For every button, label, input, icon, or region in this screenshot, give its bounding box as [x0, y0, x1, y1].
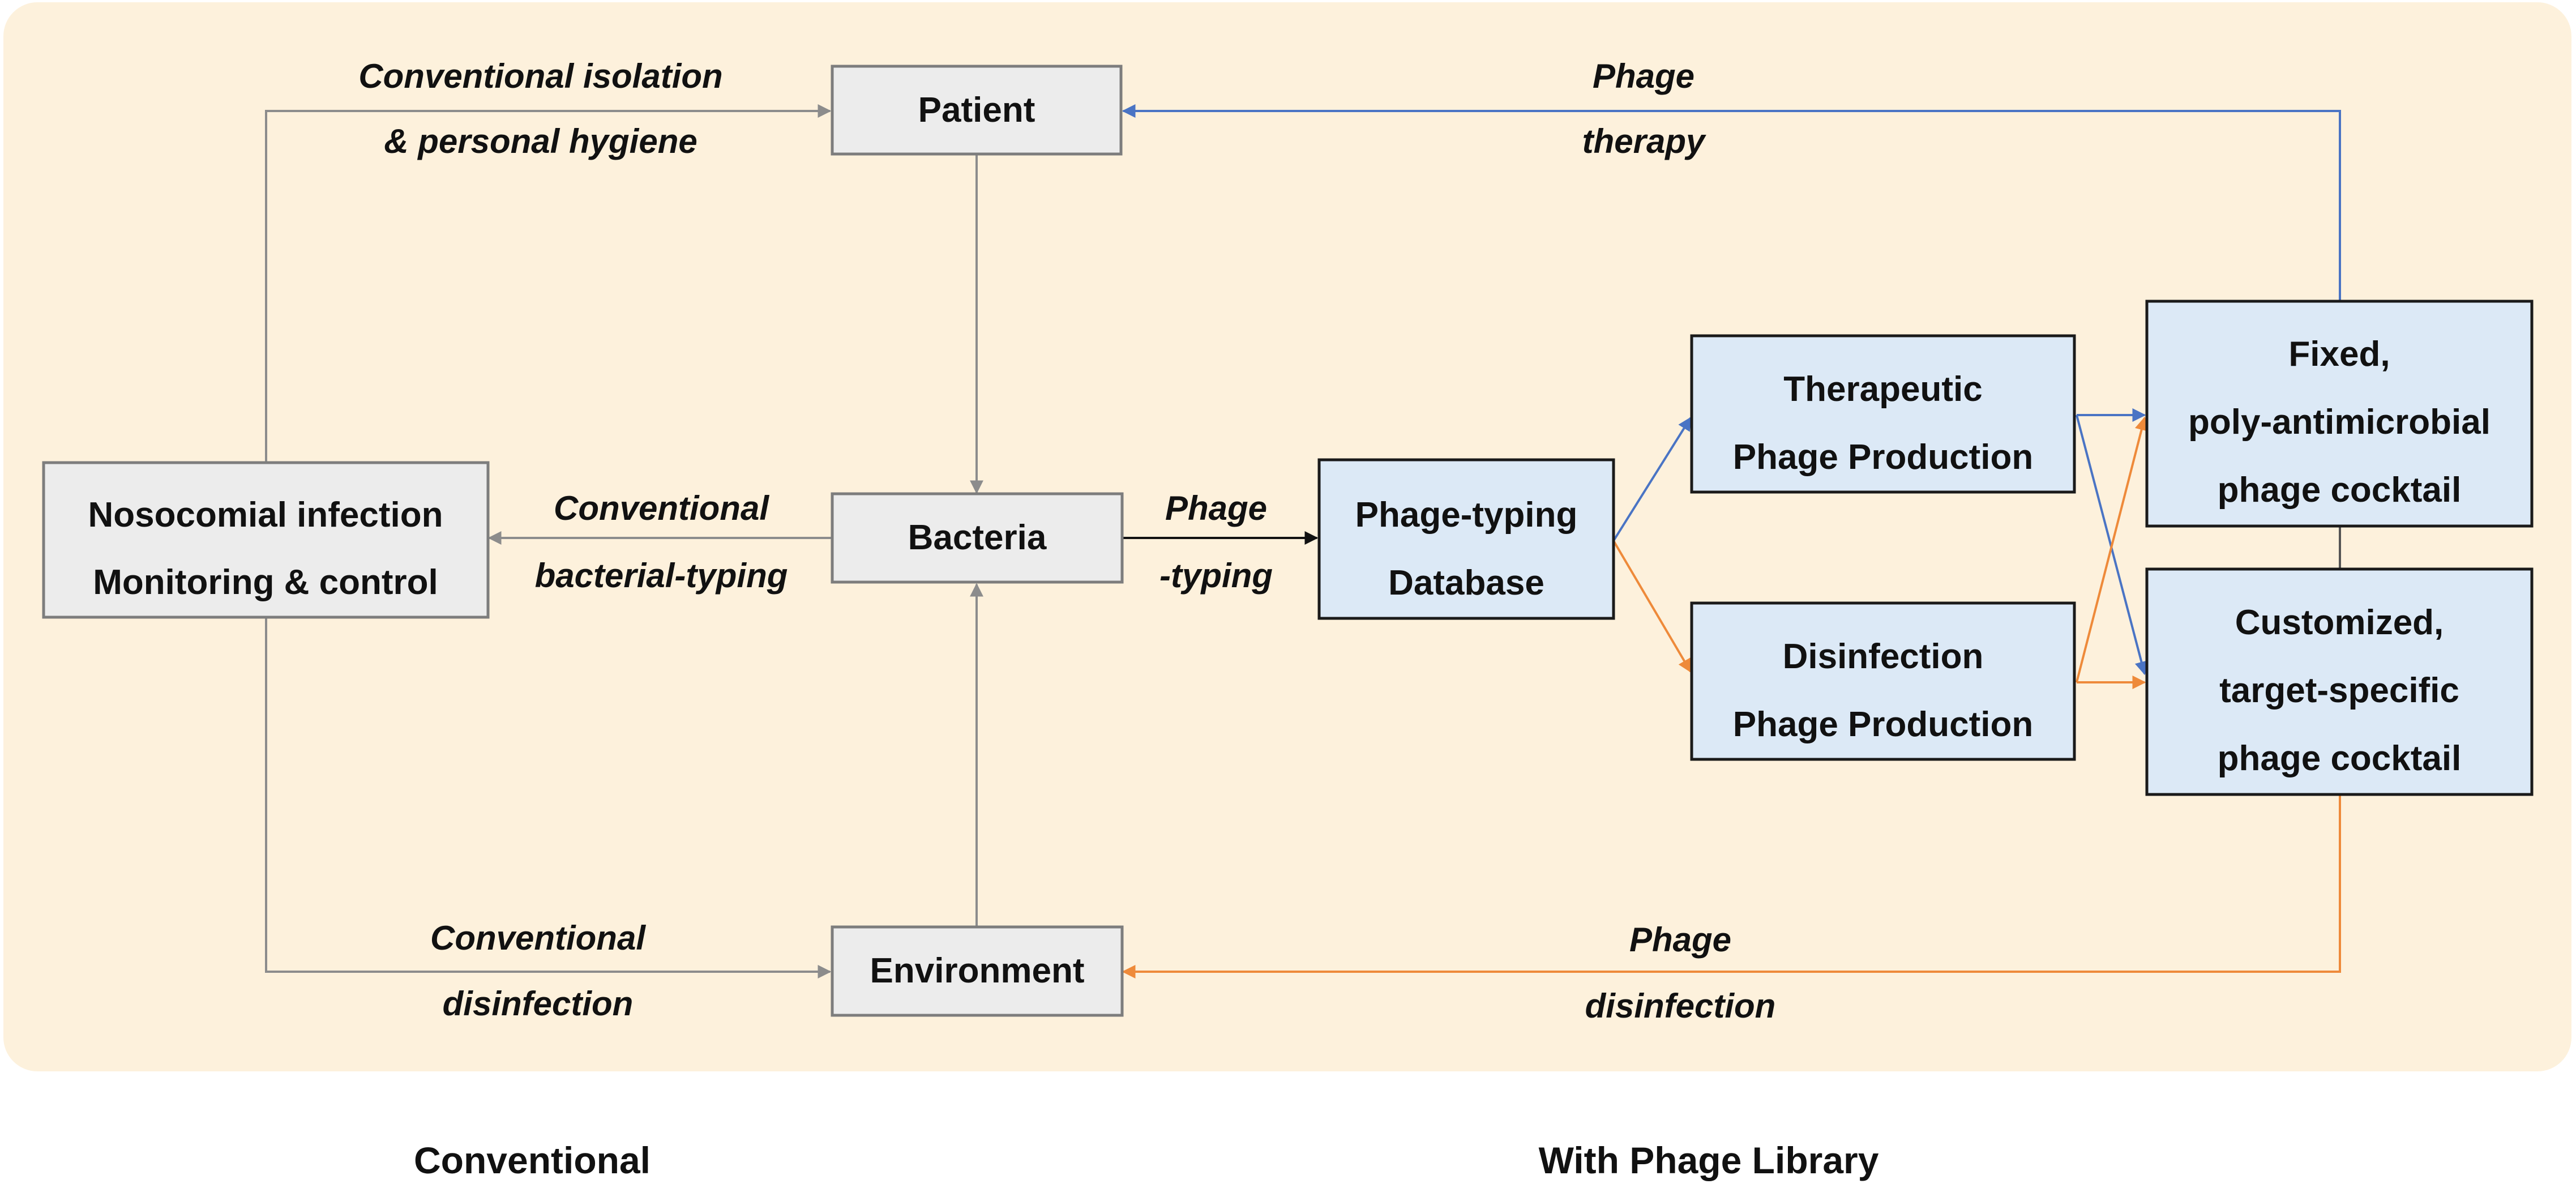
- fixed-label-line1: Fixed,: [2288, 335, 2390, 374]
- arrow-database-to-disinfection: [1612, 540, 1692, 673]
- label-conventional-isolation-line2: & personal hygiene: [384, 122, 697, 160]
- label-conventional-disinfection-line2: disinfection: [443, 985, 634, 1023]
- patient-label: Patient: [918, 91, 1035, 130]
- arrow-nosocomial-to-environment: [265, 618, 832, 978]
- database-label-line2: Database: [1388, 563, 1544, 602]
- disinfection-production-node: Disinfection Phage Production: [1690, 601, 2076, 761]
- label-conventional-isolation-line1: Conventional isolation: [358, 57, 722, 95]
- label-conventional-typing-line2: bacterial-typing: [535, 557, 788, 595]
- bacteria-node: Bacteria: [831, 492, 1124, 584]
- environment-node: Environment: [831, 925, 1124, 1017]
- nosocomial-label-line2: Monitoring & control: [93, 563, 438, 602]
- therapeutic-production-node: Therapeutic Phage Production: [1690, 334, 2076, 494]
- label-phage-therapy-line1: Phage: [1593, 57, 1694, 95]
- arrow-therapeutic-to-customized: [2076, 414, 2149, 676]
- phage-typing-database-node: Phage-typing Database: [1317, 458, 1615, 620]
- customized-label-line1: Customized,: [2235, 603, 2444, 642]
- label-phage-typing-line1: Phage: [1165, 489, 1267, 527]
- disinfection-label-line2: Phage Production: [1733, 705, 2033, 744]
- label-phage-disinfection-line1: Phage: [1629, 921, 1731, 959]
- fixed-cocktail-node: Fixed, poly-antimicrobial phage cocktail: [2145, 300, 2534, 528]
- arrow-phage-therapy: [1122, 104, 2341, 300]
- label-conventional-disinfection-line1: Conventional: [430, 919, 646, 957]
- environment-label: Environment: [870, 951, 1085, 990]
- customized-label-line2: target-specific: [2219, 671, 2459, 710]
- therapeutic-label-line2: Phage Production: [1733, 438, 2033, 477]
- section-title-phage-library: With Phage Library: [1539, 1139, 1879, 1181]
- fixed-label-line2: poly-antimicrobial: [2188, 403, 2491, 442]
- bacteria-label: Bacteria: [908, 518, 1047, 557]
- label-conventional-typing-line1: Conventional: [554, 489, 769, 527]
- fixed-label-line3: phage cocktail: [2218, 471, 2462, 510]
- database-label-line1: Phage-typing: [1355, 495, 1578, 535]
- nosocomial-label-line1: Nosocomial infection: [88, 495, 443, 535]
- disinfection-label-line1: Disinfection: [1783, 637, 1984, 676]
- arrow-nosocomial-to-patient: [265, 104, 832, 461]
- arrow-phage-disinfection: [1122, 796, 2341, 978]
- nosocomial-node: Nosocomial infection Monitoring & contro…: [42, 461, 490, 619]
- therapeutic-label-line1: Therapeutic: [1783, 370, 1982, 409]
- arrow-disinfection-to-fixed: [2076, 416, 2149, 683]
- label-phage-typing-line2: -typing: [1159, 557, 1273, 595]
- label-phage-disinfection-line2: disinfection: [1585, 987, 1776, 1025]
- patient-node: Patient: [831, 65, 1123, 156]
- label-phage-therapy-line2: therapy: [1582, 122, 1706, 160]
- section-title-conventional: Conventional: [414, 1139, 651, 1181]
- customized-label-line3: phage cocktail: [2218, 739, 2462, 778]
- customized-cocktail-node: Customized, target-specific phage cockta…: [2145, 567, 2534, 796]
- arrow-database-to-therapeutic: [1612, 416, 1692, 542]
